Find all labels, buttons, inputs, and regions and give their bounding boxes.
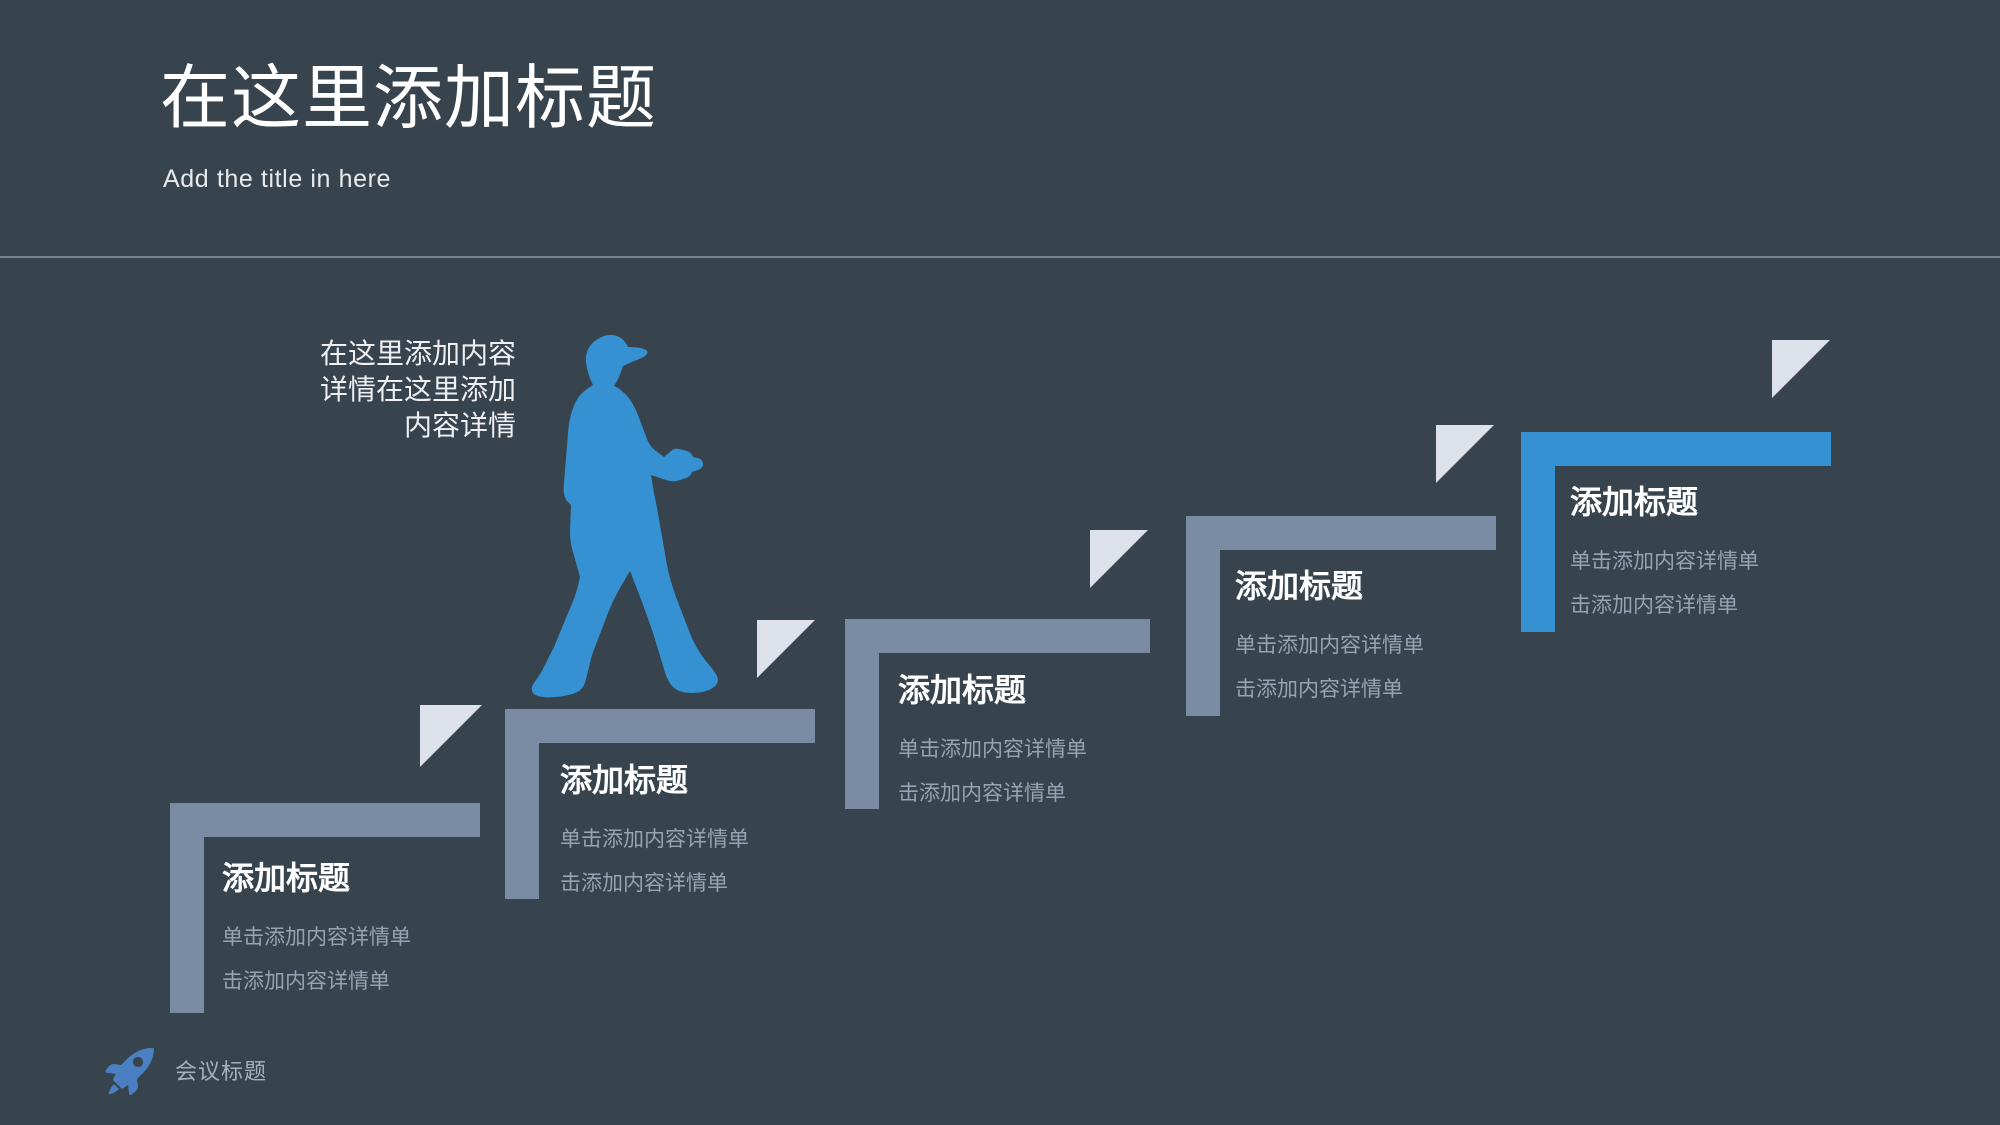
step-5-title: 添加标题 [1570,484,1699,520]
step-2-card[interactable]: 添加标题 单击添加内容详情单 击添加内容详情单 [560,760,749,898]
step-3-card[interactable]: 添加标题 单击添加内容详情单 击添加内容详情单 [898,670,1087,808]
page-title: 在这里添加标题 [160,59,657,137]
step-1-card[interactable]: 添加标题 单击添加内容详情单 击添加内容详情单 [222,858,411,996]
step-1-left-bar [170,803,204,1013]
step-2-line-1: 单击添加内容详情单 [560,828,749,851]
step-5-line-2: 击添加内容详情单 [1570,594,1738,617]
step-1-top-bar [170,803,480,837]
step-5-card[interactable]: 添加标题 单击添加内容详情单 击添加内容详情单 [1570,482,1759,620]
step-2-line-2: 击添加内容详情单 [560,872,728,895]
step-3-top-bar [845,619,1150,653]
step-3-left-bar [845,619,879,809]
intro-note-text: 在这里添加内容 详情在这里添加 内容详情 [319,338,516,441]
step-4-card[interactable]: 添加标题 单击添加内容详情单 击添加内容详情单 [1235,566,1424,704]
step-4-top-bar [1186,516,1496,550]
step-1-line-2: 击添加内容详情单 [222,970,390,993]
step-3-title: 添加标题 [898,672,1027,708]
step-1-line-1: 单击添加内容详情单 [222,926,411,949]
step-2-triangle-icon [757,620,815,678]
slide-header: 在这里添加标题 Add the title in here [0,0,2000,256]
step-4-triangle-icon [1436,425,1494,483]
step-4-left-bar [1186,516,1220,716]
step-1-triangle-icon [420,705,482,767]
step-5-top-bar [1521,432,1831,466]
step-3-line-2: 击添加内容详情单 [898,782,1066,805]
step-4-line-2: 击添加内容详情单 [1235,678,1403,701]
step-4-line-1: 单击添加内容详情单 [1235,634,1424,657]
step-1-title: 添加标题 [222,860,351,896]
rocket-icon [105,1044,157,1096]
step-2-top-bar [505,709,815,743]
step-5-triangle-icon [1772,340,1830,398]
step-2-left-bar [505,709,539,899]
step-3-triangle-icon [1090,530,1148,588]
page-subtitle: Add the title in here [163,165,392,193]
step-5-left-bar [1521,432,1555,632]
slide-footer: 会议标题 [105,1040,267,1100]
walking-man-silhouette-icon [530,325,730,705]
step-2-title: 添加标题 [560,762,689,798]
footer-label: 会议标题 [175,1059,268,1084]
step-5-line-1: 单击添加内容详情单 [1570,550,1759,573]
header-divider [0,256,2000,258]
step-3-line-1: 单击添加内容详情单 [898,738,1087,761]
step-4-title: 添加标题 [1235,568,1364,604]
